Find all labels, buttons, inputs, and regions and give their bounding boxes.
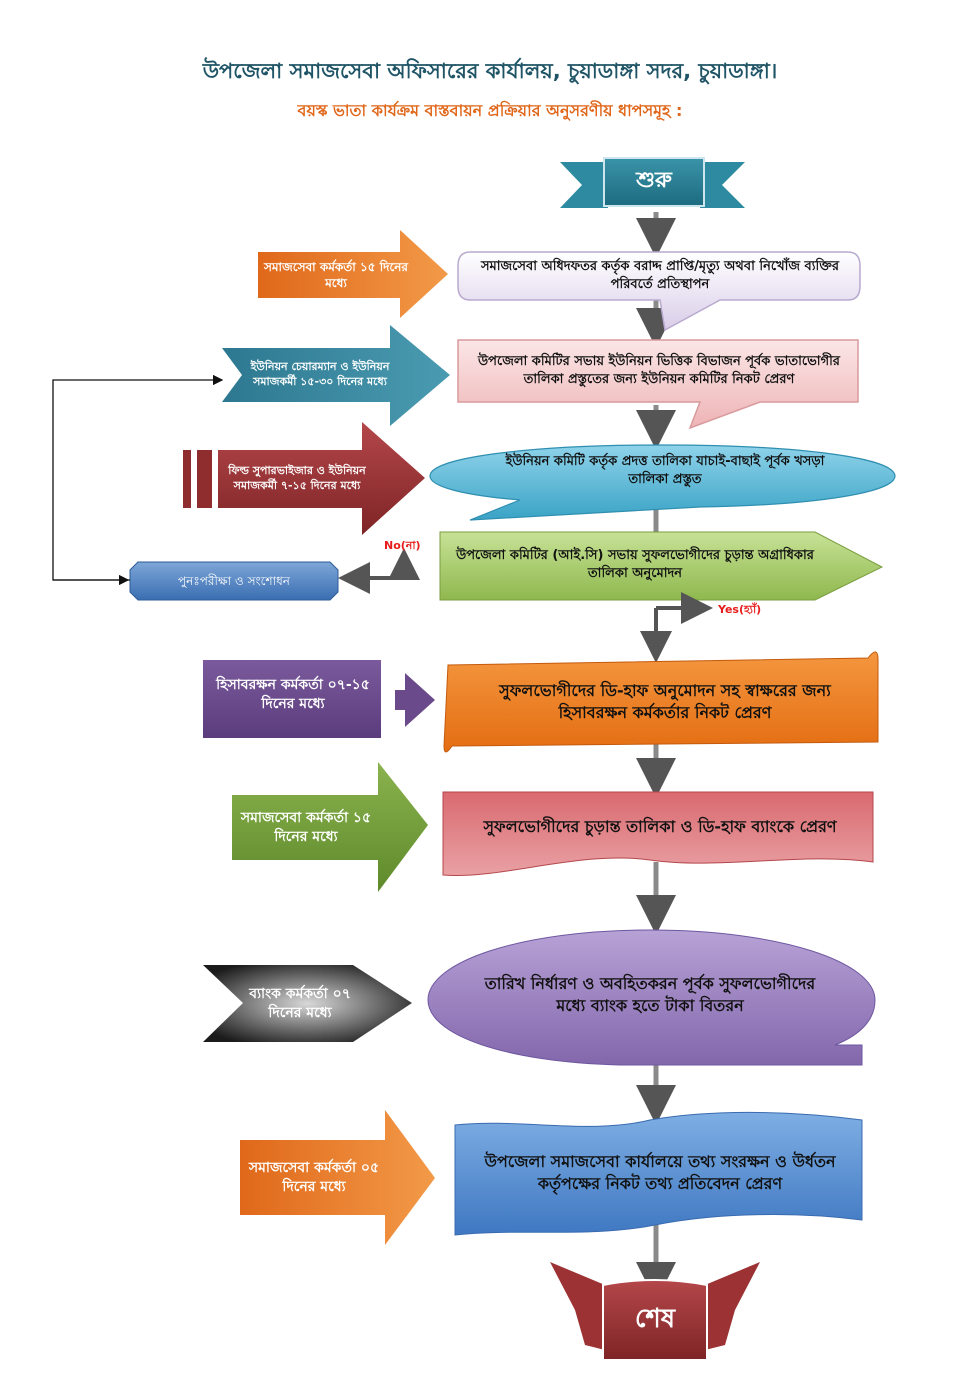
step-2-shape xyxy=(457,339,859,430)
start-label: শুরু xyxy=(636,168,672,194)
no-arrow xyxy=(338,548,420,594)
yes-arrow xyxy=(640,592,713,663)
side-label-5: হিসাবরক্ষন কর্মকর্তা ০৭-১৫ দিনের মধ্যে xyxy=(216,677,370,712)
side-arrow-7 xyxy=(203,965,412,1042)
end-banner xyxy=(550,1262,760,1361)
step-3-text: ইউনিয়ন কমিটি কর্তৃক প্রদত্ত তালিকা যাচা… xyxy=(505,454,825,487)
step-2-text: উপজেলা কমিটির সভায় ইউনিয়ন ভিত্তিক বিভা… xyxy=(478,354,840,387)
side-label-8: সমাজসেবা কর্মকর্তা ০৫ দিনের মধ্যে xyxy=(248,1159,380,1195)
side-arrow-5 xyxy=(203,660,435,738)
side-label-1: সমাজসেবা কর্মকর্তা ১৫ দিনের মধ্যে xyxy=(263,259,409,290)
step-6-text: সুফলভোগীদের চুড়ান্ত তালিকা ও ডি-হাফ ব্য… xyxy=(483,817,837,837)
side-arrow-3 xyxy=(183,422,425,535)
step-3-shape xyxy=(429,444,896,521)
step-7-shape xyxy=(427,929,876,1066)
side-label-7: ব্যাংক কর্মকর্তা ০৭ দিনের মধ্যে xyxy=(249,985,351,1021)
step-5-text: সুফলভোগীদের ডি-হাফ অনুমোদন সহ স্বাক্ষরের… xyxy=(499,681,831,722)
side-label-3: ফিল্ড সুপারভাইজার ও ইউনিয়ন সমাজকর্মী ৭-… xyxy=(228,464,366,492)
step-7-text: তারিখ নির্ধারণ ও অবহিতকরন পূর্বক সুফলভোগ… xyxy=(484,974,816,1015)
step-4-shape xyxy=(439,531,884,601)
review-box xyxy=(129,561,339,601)
side-label-6: সমাজসেবা কর্মকর্তা ১৫ দিনের মধ্যে xyxy=(240,809,372,845)
step-1-shape xyxy=(457,251,861,332)
start-banner xyxy=(560,157,745,208)
step-4-text: উপজেলা কমিটির (আই.সি) সভায় সুফলভোগীদের … xyxy=(456,548,814,581)
side-arrow-1 xyxy=(258,230,448,318)
end-label: শেষ xyxy=(634,1304,676,1335)
side-arrow-8 xyxy=(240,1110,435,1245)
step-8-text: উপজেলা সমাজসেবা কার্যালয়ে তথ্য সংরক্ষন … xyxy=(484,1151,836,1193)
yes-label: Yes(হ্যাঁ) xyxy=(718,603,762,616)
step-5-shape xyxy=(443,651,879,753)
side-arrow-6 xyxy=(232,762,428,892)
step-6-shape xyxy=(442,791,874,877)
step-8-shape xyxy=(454,1111,863,1236)
page-subtitle: বয়স্ক ভাতা কার্যক্রম বাস্তবায়ন প্রক্রি… xyxy=(297,101,683,120)
no-label: No(না) xyxy=(384,539,421,552)
feedback-loop xyxy=(52,374,224,586)
side-arrow-2 xyxy=(222,325,450,426)
page-title: উপজেলা সমাজসেবা অফিসারের কার্যালয়, চুয়… xyxy=(202,59,778,83)
review-label: পুনঃপরীক্ষা ও সংশোধন xyxy=(178,573,290,588)
step-1-text: সমাজসেবা অধিদফতর কর্তৃক বরাদ্দ প্রাপ্তি/… xyxy=(480,259,840,292)
side-label-2: ইউনিয়ন চেয়ারম্যান ও ইউনিয়ন সমাজকর্মী … xyxy=(250,360,390,388)
